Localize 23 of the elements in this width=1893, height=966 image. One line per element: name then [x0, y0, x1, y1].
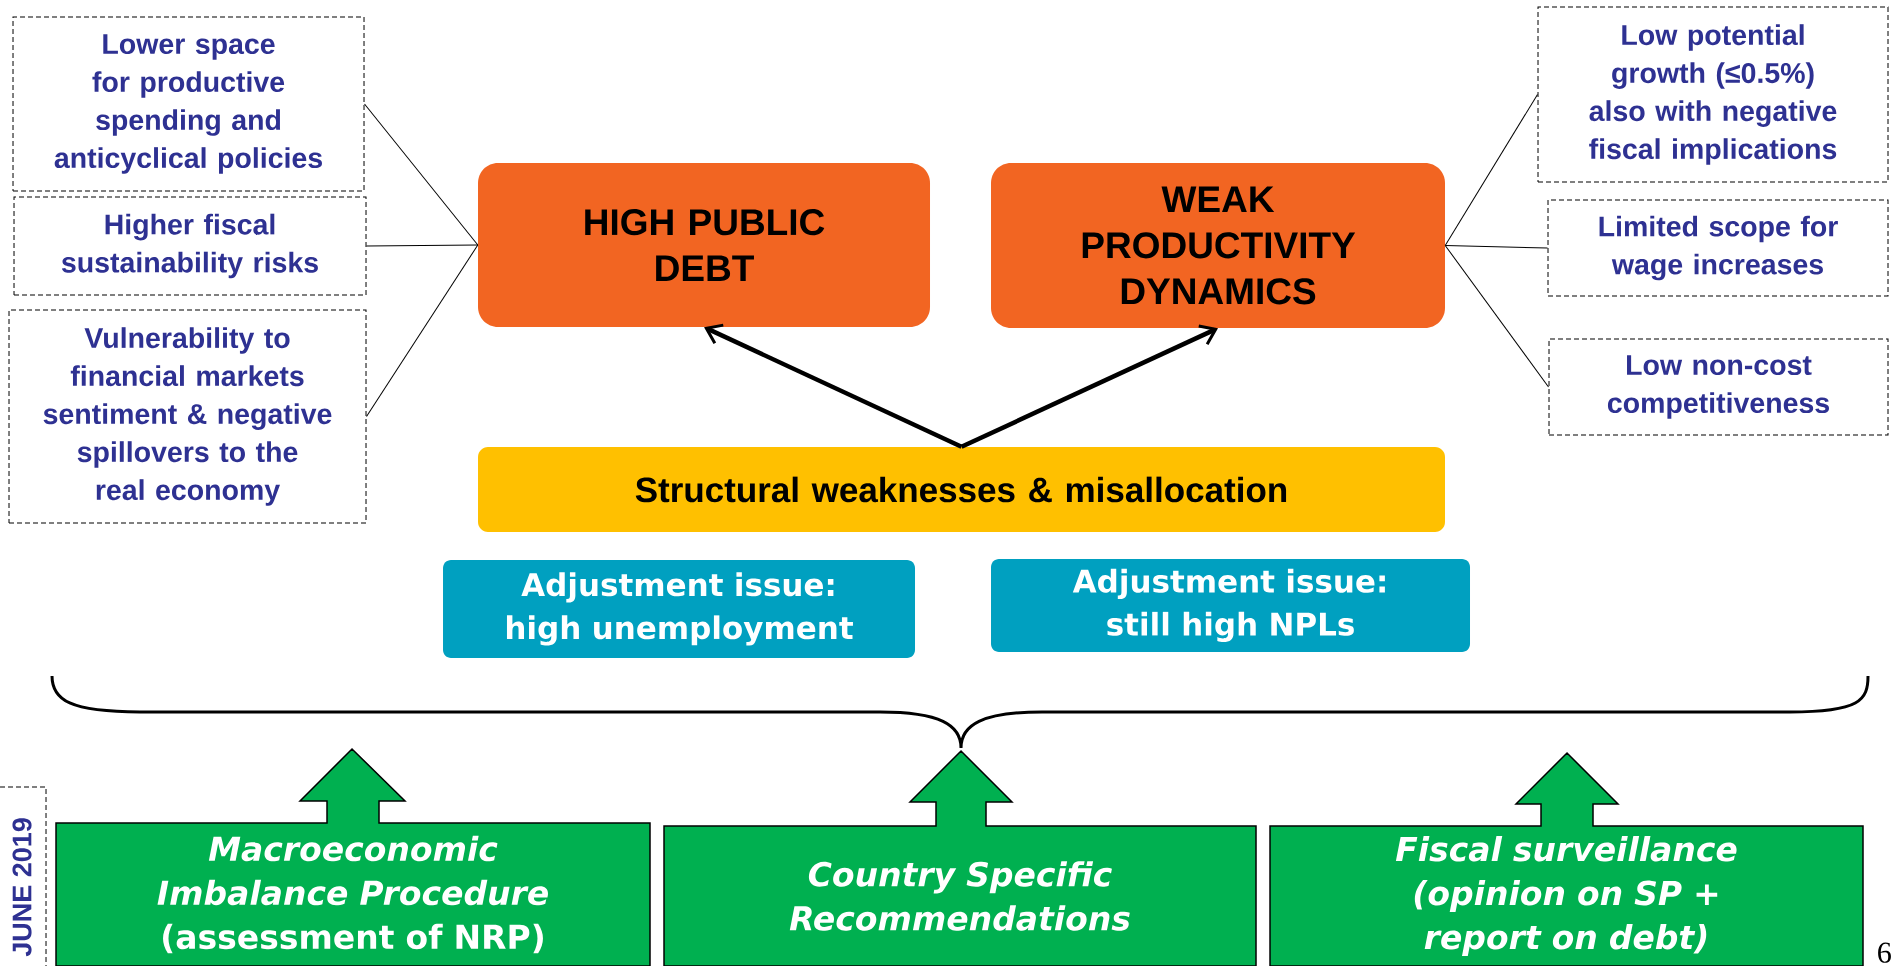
note-box: Low potential growth (≤0.5%) also with negative fiscal implications — [1537, 6, 1889, 183]
problem-box: WEAK PRODUCTIVITY DYNAMICS — [991, 163, 1445, 328]
procedure-arrow-box: Fiscal surveillance (opinion on SP + report on debt) — [1269, 751, 1864, 966]
problem-box: HIGH PUBLIC DEBT — [478, 163, 930, 327]
issue-box: Adjustment issue: still high NPLs — [991, 559, 1470, 652]
connector-line — [1444, 245, 1548, 249]
arrow — [960, 324, 1218, 449]
connector-line — [364, 103, 479, 246]
note-box: Low non-cost competitiveness — [1548, 338, 1889, 436]
issue-box: Adjustment issue: high unemployment — [443, 560, 915, 658]
connector-line — [1444, 94, 1538, 246]
connector-line — [366, 244, 479, 247]
cause-bar: Structural weaknesses & misallocation — [478, 447, 1445, 532]
note-box: Higher fiscal sustainability risks — [13, 196, 367, 296]
note-box: Vulnerability to financial markets sentiment & negative spillovers to the real economy — [8, 309, 367, 524]
note-box: Limited scope for wage increases — [1547, 199, 1889, 297]
date-label: JUNE 2019 — [0, 786, 47, 966]
note-box: Lower space for productive spending and anticyclical policies — [12, 16, 365, 192]
connector-line — [366, 244, 479, 417]
procedure-arrow-box: Macroeconomic Imbalance Procedure (assessment of NRP) — [55, 747, 651, 966]
arrow — [704, 323, 963, 449]
connector-line — [1444, 245, 1549, 388]
procedure-arrow-box: Country Specific Recommendations — [663, 749, 1257, 966]
